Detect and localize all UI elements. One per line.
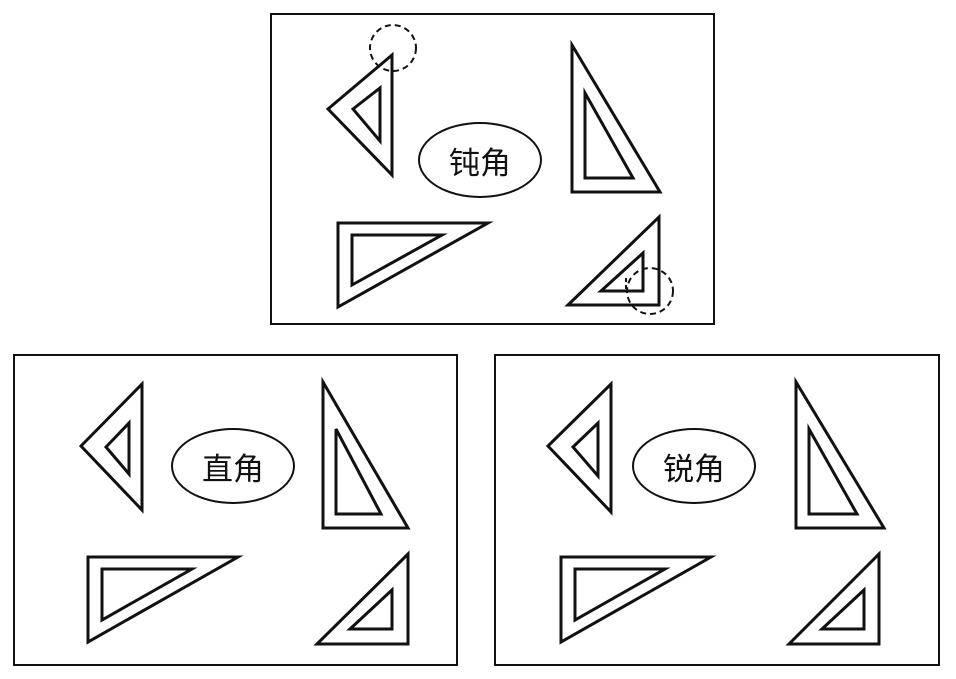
- triangle-bottom-right: [313, 550, 410, 646]
- triangle-left: [545, 380, 613, 516]
- triangle-tall: [794, 376, 887, 530]
- dashed-circle-top: [369, 24, 417, 72]
- triangle-left: [78, 380, 144, 514]
- triangle-bottom-left: [86, 555, 244, 645]
- set-squares-obtuse: [325, 24, 674, 315]
- triangle-bottom-right: [785, 550, 881, 646]
- triangle-left: [325, 51, 394, 179]
- angle-label-obtuse: 钝角: [418, 122, 542, 198]
- angle-label-right: 直角: [171, 428, 295, 504]
- triangle-bottom-right: [564, 213, 661, 307]
- set-squares-right-angle: [78, 376, 411, 646]
- panel-obtuse: 钝角: [270, 13, 715, 325]
- triangle-bottom-left: [559, 555, 717, 645]
- triangle-tall: [321, 376, 411, 530]
- set-squares-acute: [545, 376, 887, 646]
- triangle-tall: [570, 39, 663, 194]
- angle-label-acute: 锐角: [632, 428, 756, 504]
- panel-right-angle: 直角: [13, 354, 458, 666]
- panel-acute: 锐角: [494, 354, 940, 666]
- triangle-bottom-left: [336, 221, 494, 310]
